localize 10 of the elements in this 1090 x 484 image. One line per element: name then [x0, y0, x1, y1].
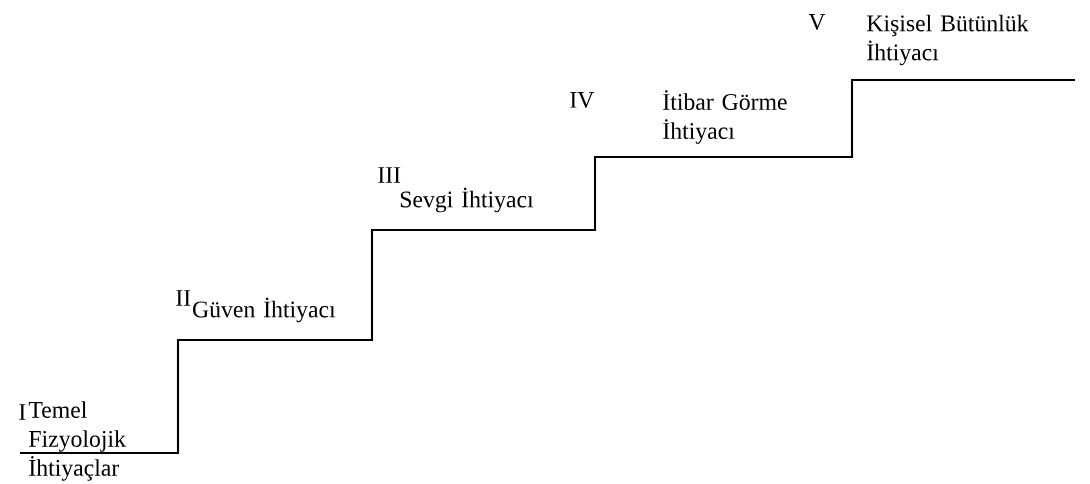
level-numeral: II [176, 290, 191, 306]
step-label: Sevgi İhtiyacı [400, 187, 534, 213]
level-numeral: V [808, 14, 826, 30]
level-numeral: III [378, 167, 401, 183]
step-label: Güven İhtiyacı [193, 297, 336, 323]
step-label: Kişisel Bütünlük İhtiyacı [867, 14, 1029, 66]
step-label: Temel Fizyolojik İhtiyaçlar [28, 401, 126, 481]
step-label: İtibar Görme İhtiyacı [663, 90, 787, 144]
level-numeral: I [19, 404, 26, 420]
level-numeral: IV [570, 92, 595, 108]
